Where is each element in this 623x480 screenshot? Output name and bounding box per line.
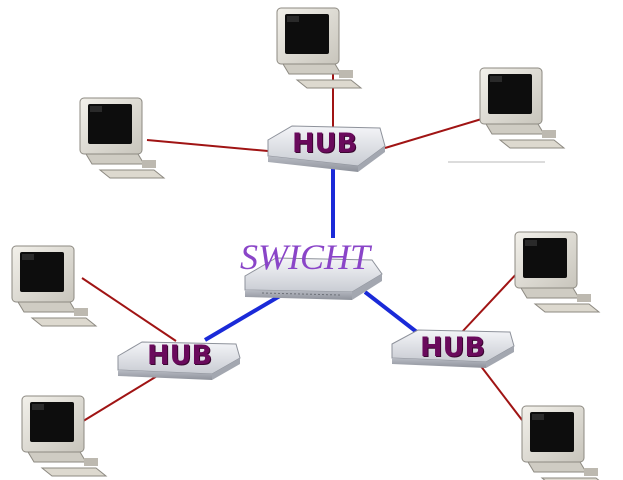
link-hub-top-pc-left [146,139,269,152]
computer-icon-top [276,7,362,89]
computer-icon-top-left [79,97,165,179]
switch-device-icon [244,257,383,300]
link-hub-top-pc-right [384,117,486,149]
hub-device-icon-top [267,125,386,172]
link-hub-right-pc-lower [479,364,523,421]
computer-icon-right-upper [514,231,600,313]
computer-icon-top-right [479,67,565,149]
uplink-switch-hub-left [203,288,292,342]
hub-device-icon-left [117,341,241,380]
computer-icon-left-lower [21,395,107,477]
uplink-switch-hub-right [363,290,420,335]
link-hub-left-pc-lower [79,372,163,424]
hub-device-icon-right [391,329,515,368]
computer-icon-left-upper [11,245,97,327]
link-hub-left-pc-upper [81,277,177,342]
link-hub-right-pc-upper [461,269,521,333]
computer-icon-right-lower [521,405,607,480]
